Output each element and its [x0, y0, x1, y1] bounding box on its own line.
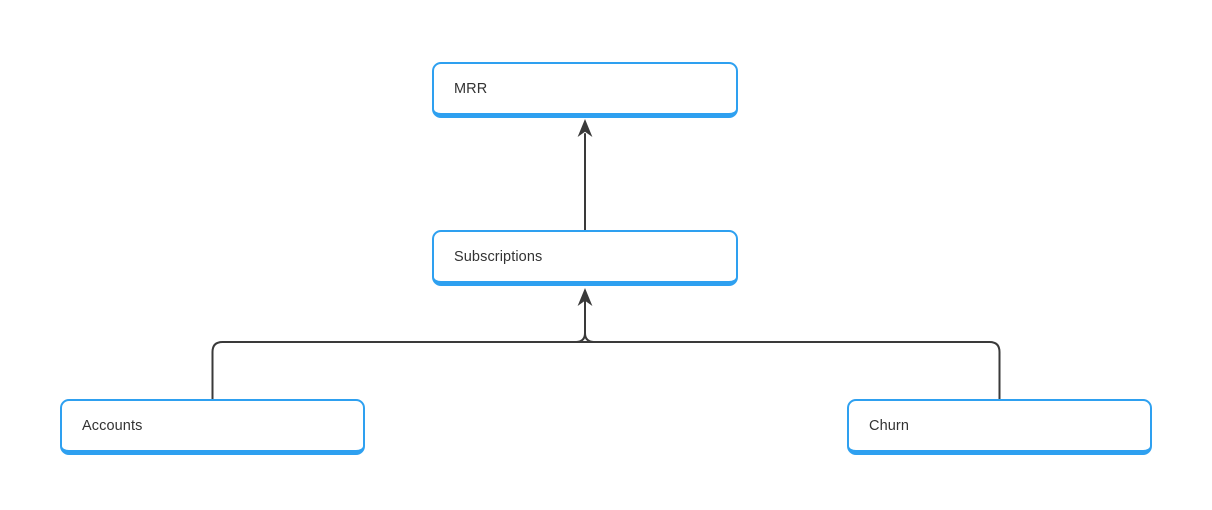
- node-mrr[interactable]: MRR: [432, 62, 738, 118]
- arrowhead-up-mrr: [577, 119, 593, 137]
- node-subscriptions-label: Subscriptions: [454, 248, 543, 265]
- node-accounts[interactable]: Accounts: [60, 399, 365, 455]
- node-mrr-label: MRR: [454, 80, 488, 97]
- node-accounts-label: Accounts: [82, 417, 143, 434]
- fork-stem: [575, 300, 595, 343]
- node-churn-label: Churn: [869, 417, 909, 434]
- arrowhead-up-subscriptions: [577, 288, 593, 306]
- fork-rail: [211, 341, 1001, 400]
- node-churn[interactable]: Churn: [847, 399, 1152, 455]
- edge-subscriptions-to-mrr: [577, 119, 593, 232]
- edge-accounts-churn-to-subscriptions: [211, 288, 1001, 400]
- node-subscriptions[interactable]: Subscriptions: [432, 230, 738, 286]
